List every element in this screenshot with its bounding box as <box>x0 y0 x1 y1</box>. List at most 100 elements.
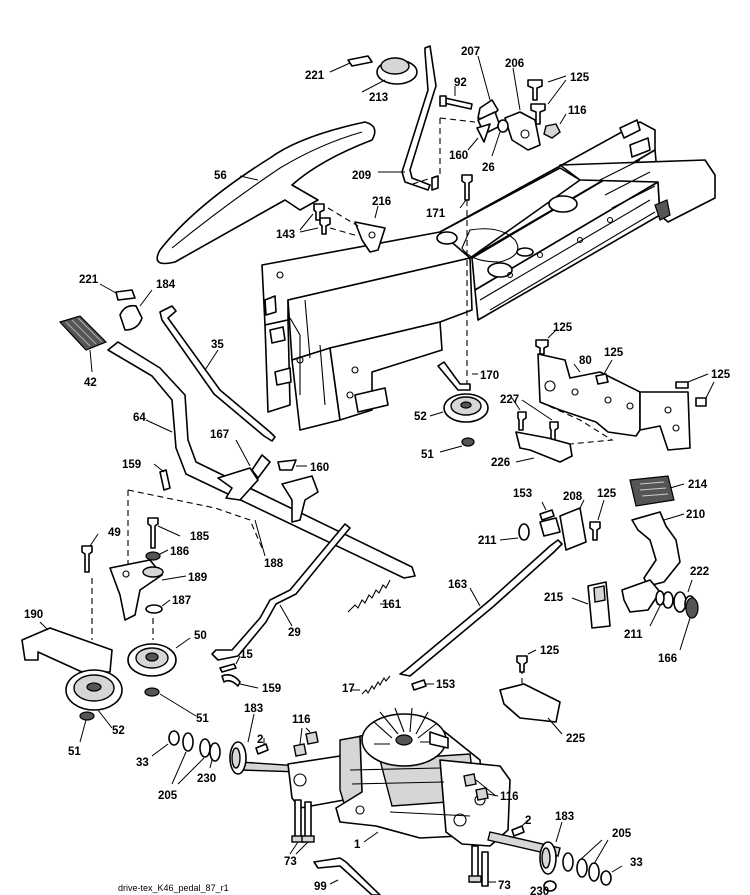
part-213-knob <box>361 57 418 93</box>
callout-c153b: 153 <box>436 679 455 691</box>
part-51-washer-left <box>79 711 95 743</box>
callout-c143: 143 <box>276 229 295 241</box>
callout-c160b: 160 <box>310 462 329 474</box>
callout-c184: 184 <box>156 279 176 291</box>
callout-c166: 166 <box>658 653 677 665</box>
part-211-washer-right <box>649 590 665 627</box>
part-80-bracket <box>537 353 691 451</box>
callout-c33a: 33 <box>136 757 149 769</box>
callout-c51c: 51 <box>68 746 81 758</box>
part-35-rod <box>159 305 276 442</box>
callout-c42: 42 <box>84 377 97 389</box>
callout-c99: 99 <box>314 881 327 893</box>
callout-c125d: 125 <box>711 369 731 381</box>
callout-c92: 92 <box>454 77 467 89</box>
part-161-spring <box>347 579 391 613</box>
part-221-clip <box>329 55 373 73</box>
part-160-clip-mid <box>277 459 307 471</box>
callout-c26: 26 <box>482 162 495 174</box>
part-160-clip-top <box>467 123 491 151</box>
callout-c159b: 159 <box>262 683 281 695</box>
callout-c210: 210 <box>686 509 705 521</box>
callout-c73b: 73 <box>498 880 511 892</box>
callout-c211b: 211 <box>624 629 643 641</box>
callout-c171: 171 <box>426 208 446 220</box>
part-153-clip-bottom <box>411 679 434 691</box>
part-99-rod <box>313 857 381 895</box>
callout-c221a: 221 <box>305 70 325 82</box>
part-227-bolts <box>511 397 614 445</box>
part-1-transaxle <box>239 727 561 857</box>
callout-c187: 187 <box>172 595 191 607</box>
callout-c206: 206 <box>505 58 524 70</box>
part-92-bolt <box>439 86 473 110</box>
callout-c214: 214 <box>688 479 708 491</box>
callout-c159a: 159 <box>122 459 141 471</box>
callout-c33b: 33 <box>630 857 643 869</box>
part-210-pedal-arm <box>621 511 685 613</box>
part-125-bolt-bottom <box>516 649 537 673</box>
part-170-rod <box>437 361 478 391</box>
part-214-pedal-pad <box>629 475 685 507</box>
callout-c116a: 116 <box>568 105 587 117</box>
part-226-bracket <box>515 431 573 463</box>
part-116-nuts-right <box>463 773 499 801</box>
part-215-bracket <box>571 581 611 629</box>
part-166-washer <box>679 597 699 651</box>
part-51-washer-center <box>439 437 475 453</box>
part-33-nut-right <box>600 865 623 886</box>
part-116-nuts-center <box>293 727 319 757</box>
callout-c125b: 125 <box>553 322 573 334</box>
part-216-bracket <box>327 205 386 253</box>
callout-c215: 215 <box>544 592 564 604</box>
callout-c116c: 116 <box>500 791 519 803</box>
part-209-lift-rod <box>378 45 439 191</box>
part-167-lever <box>217 439 271 501</box>
part-183-pulley-left <box>229 713 255 775</box>
part-211-washer-left <box>499 523 530 541</box>
part-73-bolts-right <box>468 845 496 887</box>
callout-c190: 190 <box>24 609 43 621</box>
part-153-clip-right <box>539 501 555 521</box>
part-33-nut-left <box>151 730 180 757</box>
part-fan <box>361 707 449 767</box>
callout-c222: 222 <box>690 566 709 578</box>
part-159-pin-bottom <box>221 674 259 689</box>
part-190-bracket <box>21 621 113 673</box>
part-52-pulley-left <box>65 669 123 729</box>
part-221-clip-left <box>99 283 136 301</box>
callout-c153a: 153 <box>513 488 532 500</box>
part-230-washer-right <box>543 880 557 892</box>
callout-c227: 227 <box>500 394 519 406</box>
part-2-key-right <box>511 819 529 837</box>
part-189-plate <box>109 559 187 621</box>
callout-c205a: 205 <box>158 790 178 802</box>
callout-c52b: 52 <box>112 725 125 737</box>
diagram-caption: drive-tex_K46_pedal_87_r1 <box>118 883 229 893</box>
callout-c2a: 2 <box>257 734 263 746</box>
callout-c52a: 52 <box>414 411 427 423</box>
callout-c1: 1 <box>354 839 361 851</box>
callout-c170: 170 <box>480 370 499 382</box>
callout-c160a: 160 <box>449 150 468 162</box>
callout-c56: 56 <box>214 170 227 182</box>
callout-c51a: 51 <box>421 449 434 461</box>
callout-c64: 64 <box>133 412 146 424</box>
callout-c230b: 230 <box>530 886 549 895</box>
callout-c50: 50 <box>194 630 207 642</box>
callout-c205b: 205 <box>612 828 632 840</box>
callout-c125e: 125 <box>597 488 617 500</box>
part-205-washers-left <box>171 732 221 785</box>
part-184-clip <box>119 289 153 331</box>
callout-c29: 29 <box>288 627 301 639</box>
callout-c73a: 73 <box>284 856 297 868</box>
callout-c208: 208 <box>563 491 583 503</box>
part-225-bracket <box>499 668 563 735</box>
callout-c116b: 116 <box>292 714 311 726</box>
callout-c225: 225 <box>566 733 586 745</box>
part-56-drive-belt <box>156 121 376 265</box>
part-159-pin-top <box>153 463 171 491</box>
part-49-bolt <box>81 533 99 573</box>
